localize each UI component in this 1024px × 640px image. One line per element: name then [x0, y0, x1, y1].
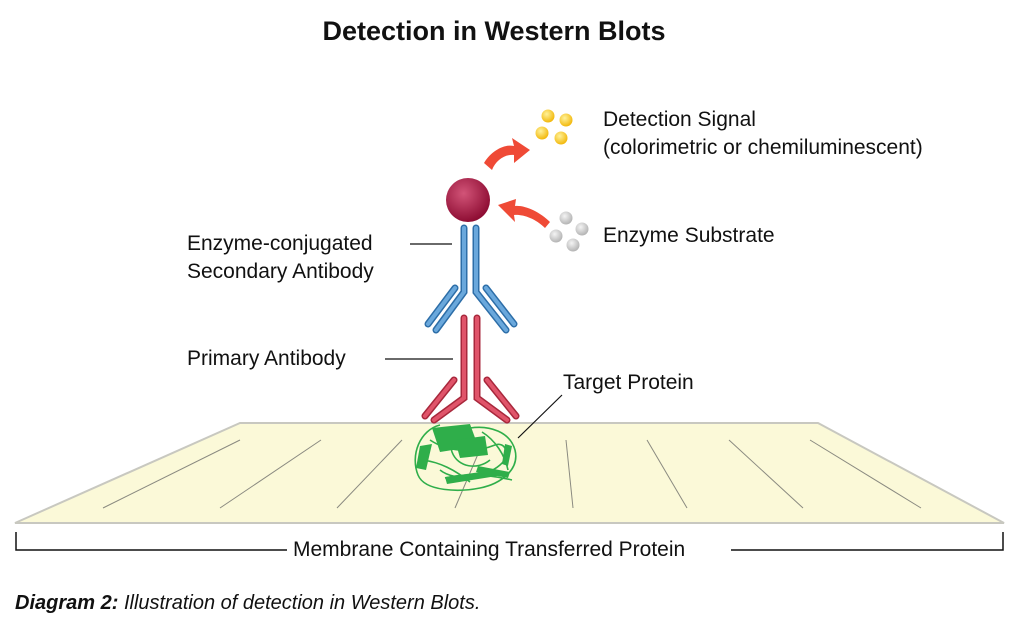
membrane-label: Membrane Containing Transferred Protein: [293, 538, 686, 561]
primary-antibody: [421, 314, 520, 424]
arrow-from-substrate-icon: [498, 199, 550, 228]
secondary-antibody-label: Enzyme-conjugated Secondary Antibody: [187, 230, 374, 286]
lane-line: [809, 439, 922, 509]
membrane-bracket: [15, 532, 1004, 551]
lane-line: [565, 439, 574, 509]
arrow-to-signal-icon: [484, 138, 530, 170]
lane-line: [646, 439, 688, 509]
enzyme-substrate-label: Enzyme Substrate: [603, 224, 775, 247]
enzyme-substrate-icon: [549, 211, 589, 252]
lane-line: [336, 439, 403, 509]
figure-caption: Diagram 2: Illustration of detection in …: [15, 592, 480, 615]
secondary-antibody-line1: Enzyme-conjugated: [187, 232, 373, 255]
caption-prefix: Diagram 2:: [15, 592, 119, 614]
target-protein-label: Target Protein: [563, 371, 694, 394]
detection-signal-line1: Detection Signal: [603, 108, 756, 131]
diagram-title: Detection in Western Blots: [322, 16, 666, 46]
secondary-antibody-line2: Secondary Antibody: [187, 260, 374, 283]
detection-signal-line2: (colorimetric or chemiluminescent): [603, 136, 923, 159]
lane-line: [728, 439, 804, 509]
detection-signal-label: Detection Signal (colorimetric or chemil…: [603, 106, 923, 162]
caption-text: Illustration of detection in Western Blo…: [123, 592, 481, 614]
protein-strands: [416, 424, 512, 484]
detection-signal-icon: [535, 109, 573, 145]
target-protein-leader: [517, 394, 563, 439]
primary-antibody-label: Primary Antibody: [187, 347, 346, 370]
lane-line: [102, 439, 241, 509]
enzyme-sphere: [446, 178, 490, 222]
lane-line: [219, 439, 322, 509]
secondary-antibody: [424, 224, 518, 334]
